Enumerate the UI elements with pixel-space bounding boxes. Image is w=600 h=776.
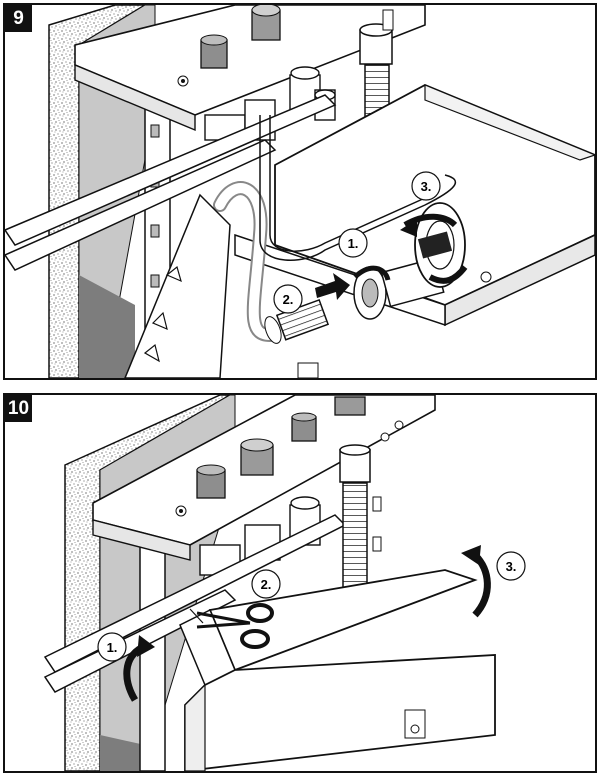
step-10-illustration: 1. 2. 3. [43,395,526,771]
callout-2: 2. [251,569,281,599]
callout-2-label: 2. [261,577,272,592]
callout-3: 3. [496,551,526,581]
outlet-nozzle [359,9,394,65]
valve-body [200,5,281,69]
callout-3-label: 3. [506,559,517,574]
step-9-panel: 9 [3,3,597,380]
callout-3: 3. [411,171,441,201]
outlet-nozzle [339,444,371,483]
callout-2-label: 2. [283,292,294,307]
step-10-panel: 10 [3,393,597,773]
step-number-badge: 9 [5,5,32,32]
callout-1-label: 1. [348,236,359,251]
scissors [189,603,274,649]
rotate-arrow [353,265,391,281]
callout-1: 1. [97,632,127,662]
callout-3-label: 3. [421,179,432,194]
curved-arrow-rotate [472,552,491,618]
callout-2: 2. [273,284,303,314]
step-9-illustration: 1. 2. 3. [5,5,595,378]
step-number-badge: 10 [5,395,32,422]
callout-1: 1. [338,228,368,258]
valve-body [196,396,366,499]
arrow-right [315,273,350,300]
corrugated-hose [342,482,368,594]
callout-1-label: 1. [107,640,118,655]
